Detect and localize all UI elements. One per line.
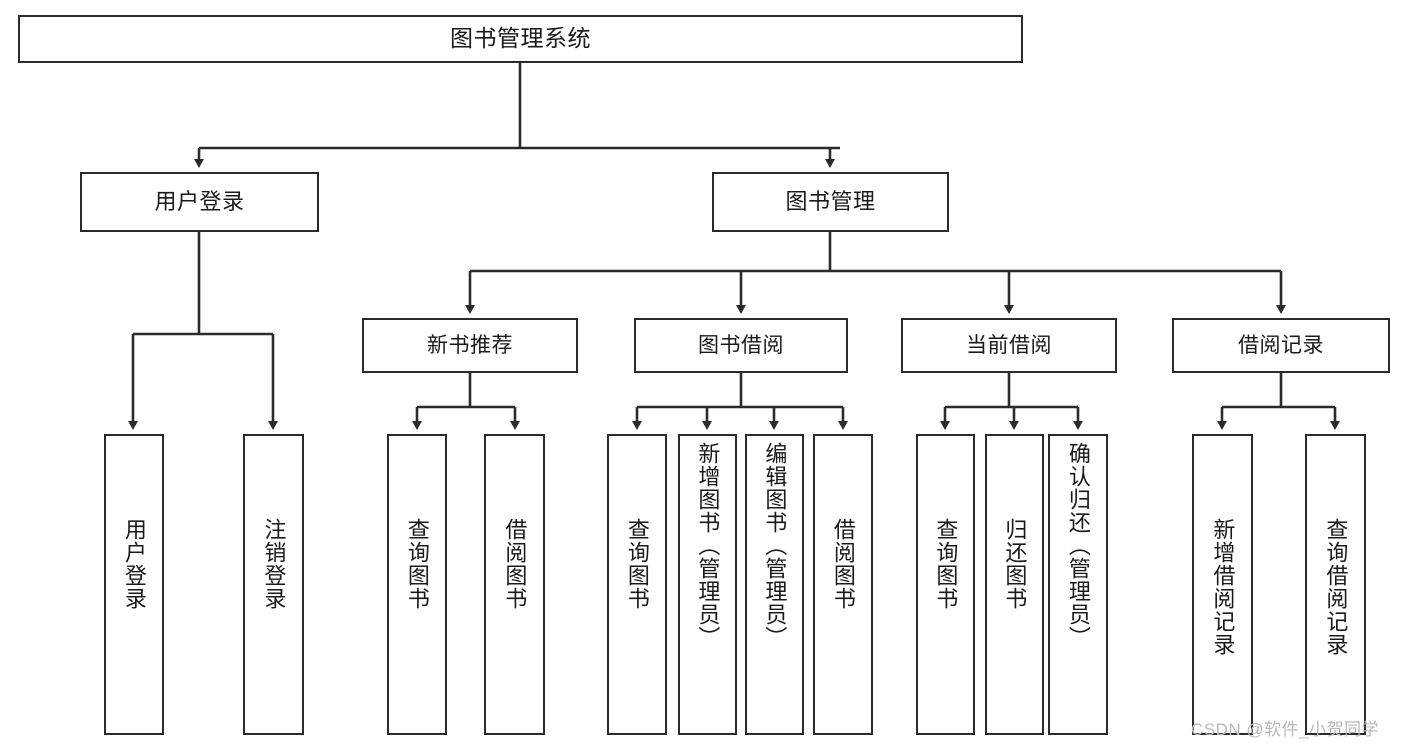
node-leaf-query-book-2[interactable]: 查询图书 bbox=[607, 434, 667, 735]
node-leaf-confirm-return-label: 确认归还（管理员） bbox=[1065, 442, 1091, 649]
node-leaf-add-book-label: 新增图书（管理员） bbox=[695, 442, 721, 649]
node-leaf-add-record-label: 新增借阅记录 bbox=[1210, 518, 1236, 656]
node-leaf-borrow-book-1-label: 借阅图书 bbox=[502, 518, 528, 610]
node-leaf-add-record[interactable]: 新增借阅记录 bbox=[1192, 434, 1253, 735]
node-book-manage-label: 图书管理 bbox=[785, 188, 876, 214]
node-new-book-rec-label: 新书推荐 bbox=[427, 333, 513, 357]
node-book-borrow[interactable]: 图书借阅 bbox=[634, 318, 848, 373]
node-new-book-rec[interactable]: 新书推荐 bbox=[362, 318, 578, 373]
node-user-login[interactable]: 用户登录 bbox=[80, 172, 319, 232]
node-leaf-user-login[interactable]: 用户登录 bbox=[104, 434, 164, 735]
node-leaf-edit-book-label: 编辑图书（管理员） bbox=[762, 442, 788, 649]
node-leaf-confirm-return[interactable]: 确认归还（管理员） bbox=[1048, 434, 1108, 735]
node-leaf-return-book[interactable]: 归还图书 bbox=[985, 434, 1044, 735]
node-borrow-record[interactable]: 借阅记录 bbox=[1172, 318, 1390, 373]
node-current-borrow-label: 当前借阅 bbox=[966, 333, 1052, 357]
node-leaf-borrow-book-2-label: 借阅图书 bbox=[830, 518, 856, 610]
node-leaf-query-book-1-label: 查询图书 bbox=[404, 518, 430, 610]
node-leaf-query-book-3[interactable]: 查询图书 bbox=[916, 434, 975, 735]
node-book-borrow-label: 图书借阅 bbox=[698, 333, 784, 357]
node-leaf-borrow-book-1[interactable]: 借阅图书 bbox=[484, 434, 545, 735]
node-leaf-edit-book[interactable]: 编辑图书（管理员） bbox=[745, 434, 804, 735]
node-book-manage[interactable]: 图书管理 bbox=[712, 172, 949, 232]
node-leaf-borrow-book-2[interactable]: 借阅图书 bbox=[813, 434, 873, 735]
node-borrow-record-label: 借阅记录 bbox=[1238, 333, 1324, 357]
csdn-watermark: CSDN @软件_小贺同学 bbox=[1191, 720, 1380, 739]
node-leaf-query-book-2-label: 查询图书 bbox=[624, 518, 650, 610]
node-root[interactable]: 图书管理系统 bbox=[18, 15, 1023, 63]
node-leaf-return-book-label: 归还图书 bbox=[1002, 518, 1028, 610]
node-current-borrow[interactable]: 当前借阅 bbox=[901, 318, 1117, 373]
node-leaf-user-logout-label: 注销登录 bbox=[261, 518, 287, 610]
node-leaf-query-record[interactable]: 查询借阅记录 bbox=[1305, 434, 1366, 735]
node-leaf-user-logout[interactable]: 注销登录 bbox=[243, 434, 304, 735]
node-leaf-user-login-label: 用户登录 bbox=[121, 518, 147, 610]
node-leaf-add-book[interactable]: 新增图书（管理员） bbox=[678, 434, 737, 735]
node-leaf-query-record-label: 查询借阅记录 bbox=[1323, 518, 1349, 656]
node-user-login-label: 用户登录 bbox=[154, 188, 245, 214]
node-leaf-query-book-1[interactable]: 查询图书 bbox=[387, 434, 447, 735]
node-leaf-query-book-3-label: 查询图书 bbox=[933, 518, 959, 610]
node-root-label: 图书管理系统 bbox=[450, 25, 591, 52]
